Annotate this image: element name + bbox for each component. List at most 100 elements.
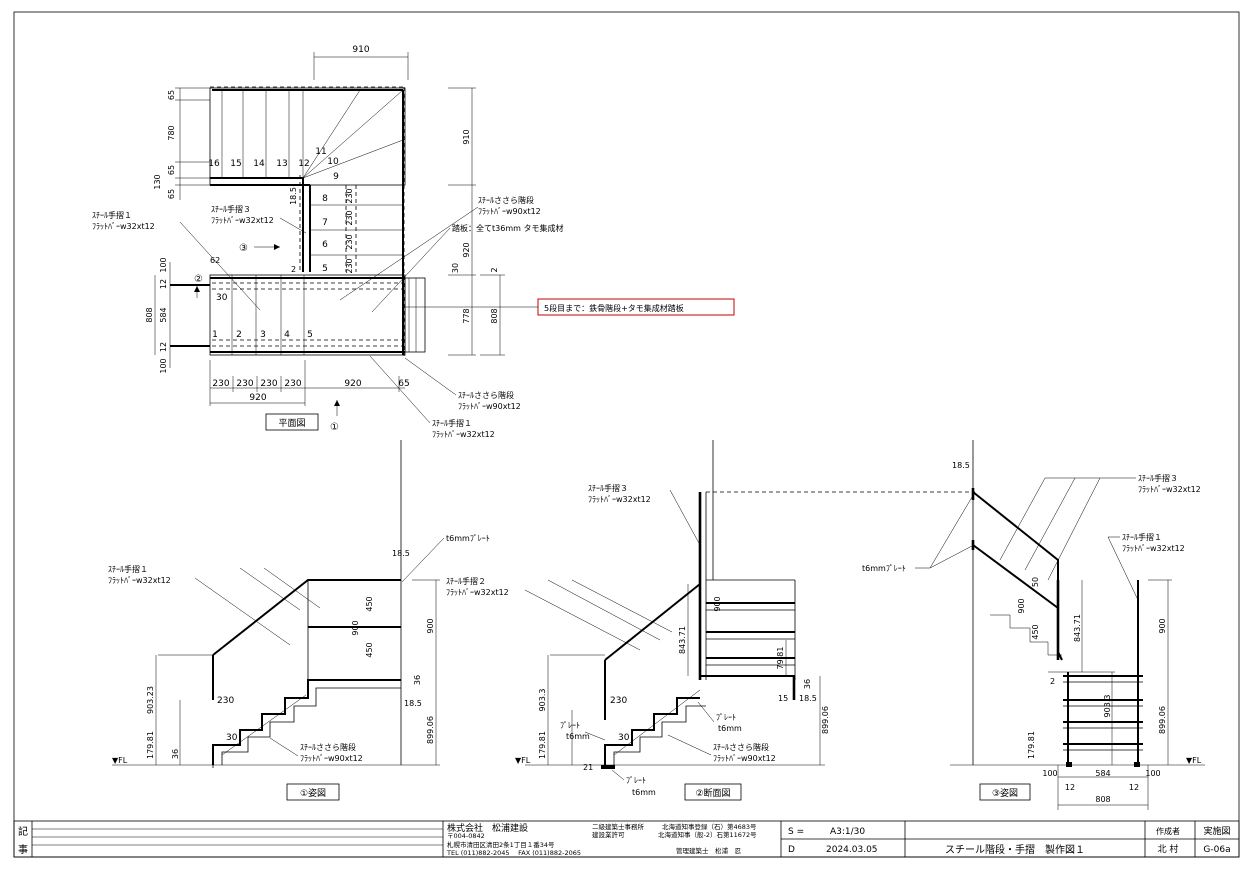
- plan-dim-l0: 65: [167, 90, 176, 100]
- plan-dim-l4: 65: [167, 189, 176, 199]
- e2-label-plate-b: t6mm: [566, 732, 590, 741]
- e1-label-handrail1-b: ﾌﾗｯﾄﾊﾞｰw32xt12: [108, 576, 171, 585]
- tb-date: 2024.03.05: [826, 845, 878, 855]
- plan-dim-2: 2: [291, 265, 296, 274]
- tb-sheet-no: G-06a: [1203, 845, 1230, 855]
- e2-label-plate2-b: t6mm: [718, 724, 742, 733]
- tb-office1: 二級建築士事務所: [592, 822, 645, 831]
- tb-office1-reg: 北海道知事登録（石）第4683号: [662, 822, 757, 831]
- sheet-border: [13, 11, 1240, 858]
- tb-scale: A3:1/30: [830, 827, 865, 837]
- e2-label-stringer-a: ｽﾁｰﾙささら階段: [713, 742, 769, 752]
- e3-dim-b2: 100: [1145, 769, 1160, 778]
- e3-dim-b2a: 12: [1065, 783, 1075, 792]
- e3-dim-808: 808: [1095, 795, 1110, 804]
- plan-dim-v230-1: 230: [345, 210, 354, 225]
- plan-step-2: 2: [236, 330, 242, 340]
- e2-title-box: [684, 783, 742, 801]
- plan-title: 平面図: [278, 418, 305, 429]
- plan-title-box: [265, 413, 319, 431]
- plan-dim-18-5: 18.5: [289, 187, 298, 205]
- tb-office2: 建設業許可: [592, 830, 625, 839]
- plan-view-mark-3: ③: [239, 243, 248, 254]
- e2-dim-79: 79.81: [776, 647, 785, 670]
- e2-label-handrail3-a: ｽﾁｰﾙ手摺３: [588, 483, 628, 493]
- tb-architect: 管理建築士 松浦 忍: [676, 846, 742, 855]
- e1-dim-900v: 900: [351, 620, 360, 635]
- tb-tel: TEL (011)882-2045 FAX (011)882-2065: [446, 849, 581, 857]
- plan-dim-ll4: 12: [159, 342, 168, 352]
- plan-dim-r2b: 2: [490, 267, 499, 272]
- tb-drawing-title: スチール階段・手摺 製作図１: [945, 843, 1085, 856]
- plan-note-red: 5段目まで：鉄骨階段+タモ集成材踏板: [544, 303, 684, 313]
- plan-label-handrail3-b: ﾌﾗｯﾄﾊﾞｰw32xt12: [211, 216, 274, 225]
- plan-label-handrail1-a: ｽﾁｰﾙ手摺１: [92, 210, 132, 220]
- plan-step-13: 13: [276, 159, 287, 169]
- e1-dim-30: 30: [226, 733, 238, 743]
- e3-label-handrail1-a: ｽﾁｰﾙ手摺１: [1122, 532, 1162, 542]
- e3-dim-843: 843.71: [1073, 614, 1082, 642]
- e2-fl: ▼FL: [515, 756, 531, 765]
- e1-fl: ▼FL: [112, 756, 128, 765]
- e3-dim-899: 899.06: [1158, 706, 1167, 734]
- plan-step-16: 16: [208, 159, 220, 169]
- plan-label-handrail3-a: ｽﾁｰﾙ手摺３: [211, 204, 251, 214]
- e3-dim-450: 450: [1031, 624, 1040, 639]
- e3-label-handrail1-b: ﾌﾗｯﾄﾊﾞｰw32xt12: [1122, 544, 1185, 553]
- plan-step-5m: 5: [322, 264, 328, 274]
- e3-dim-903: 903.3: [1103, 695, 1112, 718]
- plan-dim-ll5: 100: [159, 358, 168, 373]
- e2-dim-899: 899.06: [821, 706, 830, 734]
- plan-dim-ll2: 584: [159, 307, 168, 322]
- e3-dim-2: 2: [1050, 677, 1055, 686]
- plan-label-stringer-a: ｽﾁｰﾙささら階段: [478, 195, 534, 205]
- e1-label-stringer-a: ｽﾁｰﾙささら階段: [300, 742, 356, 752]
- e3-fl: ▼FL: [1186, 756, 1202, 765]
- e2-label-handrail2-a: ｽﾁｰﾙ手摺２: [446, 576, 486, 586]
- e2-dim-36: 36: [803, 679, 812, 689]
- e2-dim-903: 903.3: [538, 689, 547, 712]
- plan-step-5: 5: [307, 330, 313, 340]
- e3-dim-18-5: 18.5: [952, 461, 970, 470]
- plan-dim-30: 30: [216, 293, 228, 303]
- e3-title: ③姿図: [992, 787, 1018, 799]
- plan-dim-b1: 230: [236, 379, 253, 389]
- plan-view-mark-1: ①: [330, 422, 339, 433]
- e1-label-stringer-b: ﾌﾗｯﾄﾊﾞｰw90xt12: [300, 754, 363, 763]
- plan-view: 910: [92, 45, 735, 439]
- e3-dim-50: 50: [1031, 577, 1040, 587]
- e2-label-plate-a: ﾌﾟﾚｰﾄ: [560, 721, 580, 730]
- plan-label-stringer2-b: ﾌﾗｯﾄﾊﾞｰw90xt12: [458, 402, 521, 411]
- e1-dim-899: 899.06: [426, 716, 435, 744]
- plan-dim-r0: 910: [462, 129, 471, 144]
- plan-label-handrail1b-b: ﾌﾗｯﾄﾊﾞｰw32xt12: [432, 430, 495, 439]
- e1-dim-900: 900: [426, 618, 435, 633]
- plan-label-stringer2-a: ｽﾁｰﾙささら階段: [458, 390, 514, 400]
- e3-title-box: [979, 783, 1031, 801]
- plan-label-stringer-b: ﾌﾗｯﾄﾊﾞｰw90xt12: [478, 207, 541, 216]
- plan-dim-ll0: 100: [159, 257, 168, 272]
- e1-dim-450b: 450: [365, 642, 374, 657]
- plan-dim-l3: 130: [153, 174, 162, 189]
- e2-dim-230: 230: [610, 696, 627, 706]
- e1-dim-36a: 36: [171, 749, 180, 759]
- tb-company: 株式会社 松浦建設: [447, 822, 528, 834]
- plan-dim-r808: 808: [490, 308, 499, 323]
- e2-dim-21: 21: [583, 763, 593, 772]
- e3-dim-900b: 900: [1158, 618, 1167, 633]
- e2-title: ②断面図: [695, 787, 730, 799]
- e3-dim-900a: 900: [1017, 598, 1026, 613]
- tb-date-label: D: [788, 845, 795, 855]
- plan-view-mark-2: ②: [194, 274, 203, 285]
- e1-dim-450a: 450: [365, 596, 374, 611]
- e3-dim-b2b: 12: [1129, 783, 1139, 792]
- tb-scale-label: S =: [788, 827, 804, 837]
- plan-dim-l1: 780: [167, 125, 176, 140]
- e2-label-stringer-b: ﾌﾗｯﾄﾊﾞｰw90xt12: [713, 754, 776, 763]
- tb-address: 札幌市清田区清田2条1丁目１番34号: [447, 840, 555, 849]
- e2-dim-15: 15: [778, 694, 788, 703]
- e1-dim-18-5: 18.5: [392, 549, 410, 558]
- plan-dim-v230-0: 230: [345, 188, 354, 203]
- elevation-3: 18.5 50 900 450 843.71 900 2 903.3 899.0…: [862, 440, 1205, 810]
